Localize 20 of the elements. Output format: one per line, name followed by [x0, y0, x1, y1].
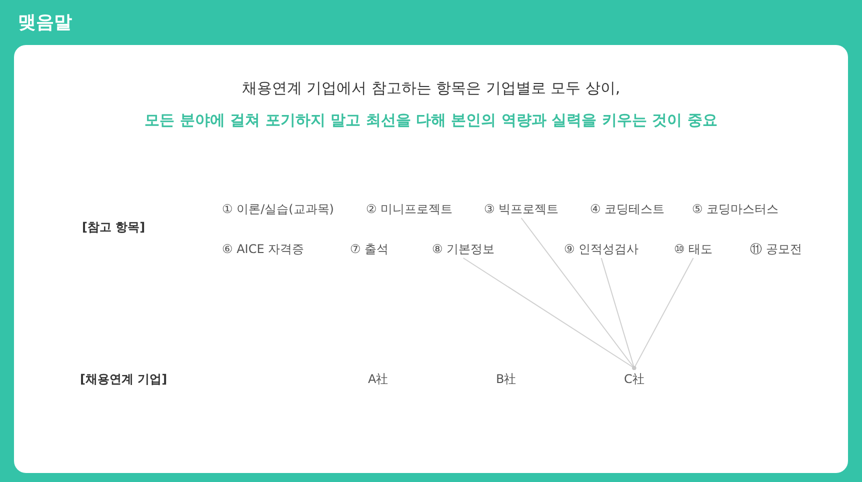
- company-label: C社: [624, 371, 644, 388]
- criteria-item: ⑪ 공모전: [750, 241, 802, 258]
- intro-sentence: 채용연계 기업에서 참고하는 항목은 기업별로 모두 상이,: [240, 79, 622, 98]
- company-label: A社: [368, 371, 388, 388]
- section-heading: [채용연계 기업]: [80, 371, 168, 388]
- criteria-item: ② 미니프로젝트: [366, 201, 453, 218]
- title: 맺음말: [18, 11, 72, 34]
- section-heading: [참고 항목]: [82, 219, 146, 236]
- criteria-item: ⑨ 인적성검사: [564, 241, 639, 258]
- criteria-item: ④ 코딩테스트: [590, 201, 665, 218]
- criteria-item: ① 이론/실습(교과목): [222, 201, 334, 218]
- highlight-sentence: 모든 분야에 걸쳐 포기하지 말고 최선을 다해 본인의 역량과 실력을 키우는 것이 중요: [144, 111, 718, 130]
- connector-line: [632, 258, 694, 370]
- criteria-item: ⑩ 태도: [674, 241, 713, 258]
- criteria-item: ⑤ 코딩마스터스: [692, 201, 779, 218]
- criteria-item: ⑥ AICE 자격증: [222, 241, 304, 258]
- criteria-item: ⑦ 출석: [350, 241, 389, 258]
- company-label: B社: [496, 371, 516, 388]
- criteria-item: ⑧ 기본정보: [432, 241, 495, 258]
- criteria-item: ③ 빅프로젝트: [484, 201, 559, 218]
